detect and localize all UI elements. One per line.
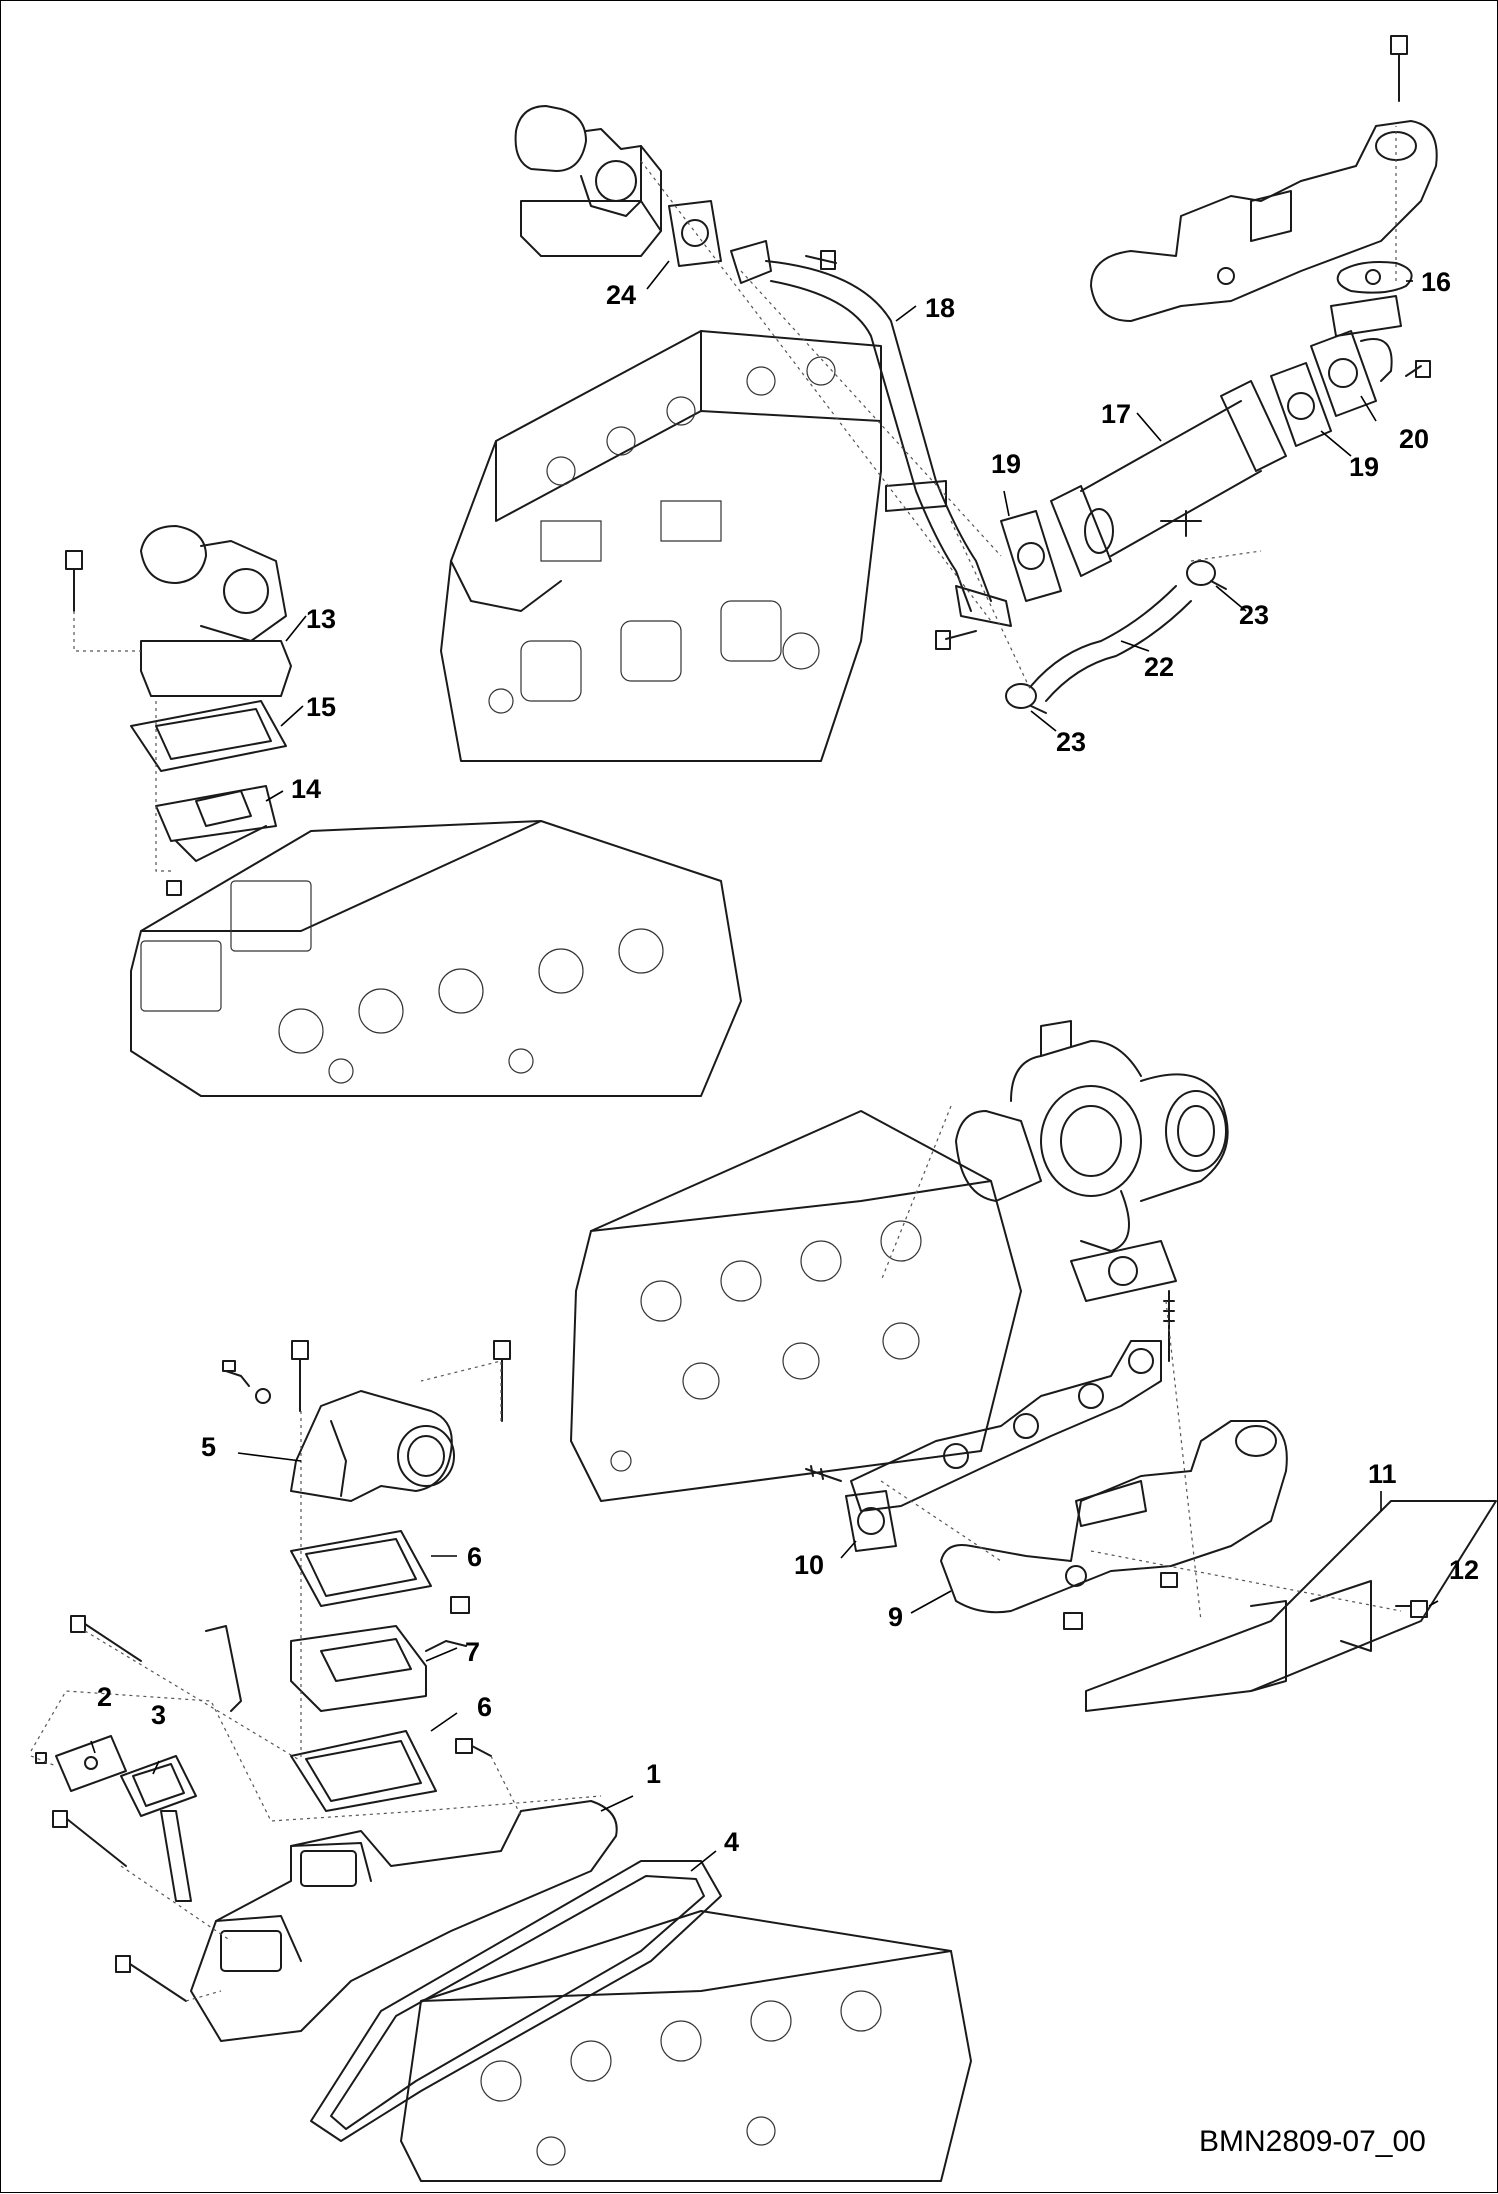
- bolt-12: [1395, 1600, 1428, 1618]
- clamp-23-upper: [1186, 560, 1227, 590]
- callout-4: 4: [724, 1827, 739, 1857]
- block-near-16: [1330, 295, 1402, 337]
- callout-22: 22: [1144, 652, 1174, 682]
- callout-1: 1: [646, 1759, 661, 1789]
- egr-pipe-18: [730, 240, 1012, 627]
- egr-valve-13: [140, 525, 292, 697]
- callout-11: 11: [1368, 1459, 1397, 1489]
- gasket-10: [845, 1490, 897, 1552]
- nut-9: [1063, 1612, 1083, 1630]
- bolt-near-19-lower: [935, 630, 977, 650]
- callout-23-upper: 23: [1239, 600, 1269, 630]
- intake-elbow-5: [290, 1390, 455, 1502]
- callout-19-left: 19: [991, 449, 1021, 479]
- callout-18: 18: [925, 293, 955, 323]
- callout-13: 13: [306, 604, 336, 634]
- gasket-16: [1336, 261, 1413, 294]
- callout-6-upper: 6: [467, 1542, 482, 1572]
- screw-14: [166, 880, 182, 896]
- callout-20: 20: [1399, 424, 1429, 454]
- gasket-24: [668, 200, 722, 267]
- gasket-19-right: [1270, 362, 1332, 447]
- callout-14: 14: [291, 774, 321, 804]
- bolt-near-20: [1405, 360, 1431, 378]
- adapter-14: [155, 785, 277, 862]
- long-bolt-lower: [52, 1810, 127, 1867]
- engine-block-top: [440, 330, 882, 762]
- alignment-lines: [30, 126, 1402, 2002]
- gasket-19-left: [1000, 510, 1062, 602]
- bolt-left-13: [65, 550, 83, 612]
- sensor-5: [222, 1360, 271, 1404]
- callout-6-lower: 6: [477, 1692, 492, 1722]
- exhaust-manifold-gasket: [850, 1340, 1162, 1512]
- callout-7: 7: [465, 1637, 480, 1667]
- turbo-gasket: [1070, 1240, 1177, 1302]
- cylinder-head-left: [130, 820, 742, 1097]
- egr-cooler-17: [1050, 380, 1287, 577]
- long-bolt-upper: [70, 1615, 142, 1662]
- clamp-23-lower: [1005, 683, 1047, 714]
- gasket-3: [120, 1755, 197, 1817]
- bolt-near-18: [805, 250, 837, 270]
- callout-2: 2: [97, 1682, 112, 1712]
- callout-labels: 1 2 3 4 5 6 6 7 9 10 11 12 13 14 15 16 1…: [97, 267, 1479, 1857]
- nut-manifold-right: [1160, 1572, 1178, 1588]
- callout-3: 3: [151, 1700, 166, 1730]
- bolt-near-1: [455, 1738, 492, 1757]
- bracket: [205, 1625, 242, 1712]
- callout-16: 16: [1421, 267, 1451, 297]
- bolts-top-5: [291, 1340, 511, 1422]
- gasket-6-lower: [290, 1730, 437, 1812]
- callout-17: 17: [1101, 399, 1131, 429]
- intake-manifold-1: [190, 1800, 618, 2042]
- callout-19-right: 19: [1349, 452, 1379, 482]
- callout-15: 15: [306, 692, 336, 722]
- drawing-reference-number: BMN2809-07_00: [1199, 2125, 1426, 2158]
- bolt-bottom: [115, 1955, 187, 2002]
- gasket-15: [130, 700, 287, 772]
- stud-10: [805, 1465, 842, 1482]
- link: [160, 1810, 192, 1902]
- callout-23-lower: 23: [1056, 727, 1086, 757]
- exhaust-manifold-9: [940, 1420, 1288, 1614]
- callout-12: 12: [1449, 1555, 1479, 1585]
- gasket-6-upper: [290, 1530, 432, 1607]
- callout-leaders: [90, 260, 1439, 1872]
- callout-5: 5: [201, 1432, 216, 1462]
- bolt-top-right: [1390, 35, 1408, 102]
- grid-heater-7: [290, 1596, 470, 1712]
- callout-10: 10: [794, 1550, 824, 1580]
- cover-2: [35, 1735, 127, 1792]
- callout-9: 9: [888, 1602, 903, 1632]
- heat-shield-11: [1085, 1500, 1497, 1712]
- stud-turbo: [1163, 1290, 1175, 1362]
- hose-22: [1030, 585, 1192, 702]
- turbocharger: [955, 1020, 1229, 1252]
- flange-20: [1310, 330, 1393, 417]
- cylinder-head-middle: [570, 1110, 1022, 1502]
- cylinder-head-bottom: [400, 1910, 972, 2182]
- gasket-4: [310, 1860, 722, 2142]
- callout-24: 24: [606, 280, 636, 310]
- egr-valve-top: [514, 105, 662, 257]
